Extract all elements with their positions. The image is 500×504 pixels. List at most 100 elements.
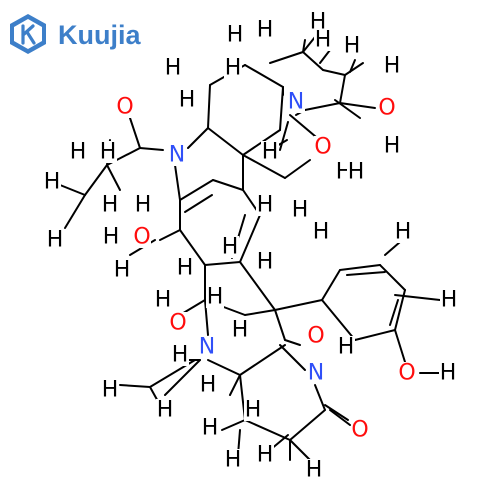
bond-line xyxy=(187,127,209,149)
bond-line xyxy=(354,329,396,341)
bond-line xyxy=(229,374,241,396)
atom-label-background xyxy=(378,97,396,119)
atom-o: O xyxy=(116,95,134,120)
bond-line xyxy=(284,159,311,179)
bond-line xyxy=(84,164,108,196)
atom-symbol: N xyxy=(169,143,185,168)
atom-label-background xyxy=(43,171,61,193)
atom-symbol: H xyxy=(227,23,244,48)
bond-line xyxy=(179,179,214,201)
atom-h: H xyxy=(154,288,172,313)
atom-symbol: H xyxy=(257,193,274,218)
atom-label-background xyxy=(171,344,189,366)
bond-line xyxy=(274,309,286,341)
atom-symbol: H xyxy=(232,318,249,343)
bond-line xyxy=(239,344,286,376)
atom-symbol: H xyxy=(257,18,274,43)
atom-label-background xyxy=(244,399,262,421)
bond-line xyxy=(302,51,324,71)
atom-h: H xyxy=(99,140,117,165)
bond-line xyxy=(322,69,346,76)
atom-label-background xyxy=(256,194,274,216)
bond-line xyxy=(212,179,244,191)
atom-h: H xyxy=(178,88,196,113)
atom-symbol: H xyxy=(157,398,174,423)
brand-logo[interactable]: Kuujia xyxy=(10,14,141,54)
atom-symbol: H xyxy=(245,398,262,423)
atom-symbol: H xyxy=(177,256,194,281)
bond-line xyxy=(321,269,341,301)
atom-label-background xyxy=(101,379,119,401)
atom-symbol: O xyxy=(398,361,415,386)
atom-label-background xyxy=(224,57,242,79)
atom-h: H xyxy=(256,250,274,275)
atom-symbol: H xyxy=(100,140,117,165)
atom-label-background xyxy=(383,55,401,77)
atom-symbol: H xyxy=(207,285,224,310)
bond-line xyxy=(242,154,286,179)
atom-label-background xyxy=(343,35,361,57)
atom-o: O xyxy=(314,135,332,160)
atom-h: H xyxy=(46,228,64,253)
brand-name: Kuujia xyxy=(58,20,141,50)
atom-h: H xyxy=(309,10,327,35)
atom-o: O xyxy=(169,311,187,336)
atom-h: H xyxy=(164,56,182,81)
atom-label-background xyxy=(168,144,186,166)
atom-label-background xyxy=(154,289,172,311)
atom-h: H xyxy=(134,193,152,218)
bond-line xyxy=(319,49,331,64)
atom-label-background xyxy=(226,24,244,46)
bond-line xyxy=(239,261,276,311)
atom-h: H xyxy=(226,23,244,48)
bond-line xyxy=(289,439,311,461)
bond-line xyxy=(204,261,241,266)
bond-line xyxy=(344,62,364,76)
atom-h: H xyxy=(244,398,262,423)
atom-label-background xyxy=(307,325,325,347)
atom-symbol: H xyxy=(102,193,119,218)
bond-line xyxy=(389,299,399,326)
atom-label-background xyxy=(337,336,355,358)
atom-o: O xyxy=(398,361,416,386)
bond-line xyxy=(279,86,284,131)
atom-label-background xyxy=(256,251,274,273)
atom-h: H xyxy=(314,28,332,53)
bond-line xyxy=(269,51,304,64)
atom-symbol: O xyxy=(133,225,150,250)
bond-line xyxy=(349,59,356,73)
atom-symbol: H xyxy=(262,140,279,165)
atom-h: H xyxy=(69,140,87,165)
bond-line xyxy=(244,64,284,88)
bond-line xyxy=(339,74,346,104)
atom-symbol: H xyxy=(441,288,458,313)
atom-symbol: H xyxy=(47,228,64,253)
atom-label-background xyxy=(398,362,416,384)
bond-line xyxy=(321,299,356,341)
atom-symbol: N xyxy=(308,361,324,386)
bond-line xyxy=(289,409,326,441)
atom-h: H xyxy=(176,256,194,281)
atom-symbol: H xyxy=(165,56,182,81)
atom-h: H xyxy=(383,134,401,159)
bond-line xyxy=(384,241,401,256)
k-badge-icon xyxy=(10,14,46,54)
bond-line xyxy=(174,164,181,201)
atom-symbol: H xyxy=(384,134,401,159)
bond-line xyxy=(207,127,244,156)
atom-h: H xyxy=(256,443,274,468)
atom-label-background xyxy=(312,221,330,243)
atom-label-background xyxy=(256,444,274,466)
atom-symbol: H xyxy=(202,416,219,441)
atom-symbol: O xyxy=(116,95,133,120)
atom-h: H xyxy=(312,220,330,245)
bond-line xyxy=(274,299,323,311)
atom-h: H xyxy=(43,170,61,195)
atom-n: N xyxy=(168,143,186,168)
bond-line xyxy=(59,184,86,196)
atom-symbol: N xyxy=(199,335,215,360)
atom-symbol: H xyxy=(315,28,332,53)
atom-h: H xyxy=(101,193,119,218)
atom-label-background xyxy=(347,161,365,183)
